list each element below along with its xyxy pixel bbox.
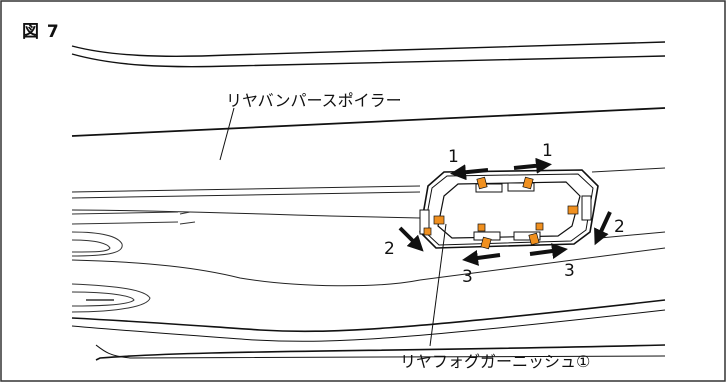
step-number-3-right: 3 (564, 261, 575, 281)
figure-label: 図 7 (22, 22, 60, 42)
bumper-body-lines (71, 167, 666, 287)
arrow-right-icon (513, 157, 552, 174)
step-number-2-right: 2 (614, 217, 625, 237)
arrow-right-icon (529, 243, 568, 259)
arrow-down-icon (398, 226, 424, 252)
arrow-left-icon (450, 164, 489, 181)
callout-rear-bumper-spoiler: リヤバンパースポイラー (226, 91, 402, 110)
left-vents (71, 211, 196, 313)
callout-rear-fog-garnish: リヤフォグガーニッシュ① (400, 352, 591, 371)
garnish-tabs (419, 182, 592, 241)
step-number-1-right: 1 (542, 141, 553, 161)
step-number-3-left: 3 (462, 267, 473, 287)
step-number-2-left: 2 (384, 239, 395, 259)
arrow-left-icon (462, 250, 501, 266)
bumper-bottom-contour (71, 299, 666, 361)
leader-lines (219, 107, 447, 347)
step-numbers: 1 1 2 2 3 3 (384, 141, 625, 287)
garnish-clips (423, 176, 579, 250)
removal-arrows (398, 157, 612, 266)
spoiler-top-edge (71, 41, 666, 137)
fog-garnish (419, 169, 599, 249)
arrow-down-icon (594, 211, 612, 246)
step-number-1-left: 1 (448, 147, 459, 167)
